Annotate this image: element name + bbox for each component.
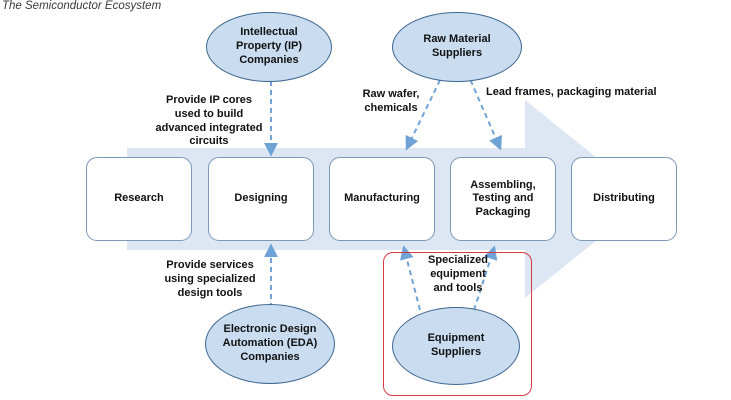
ip-note: Provide IP cores used to build advanced … — [155, 94, 263, 148]
stage-designing: Designing — [208, 157, 314, 241]
diagram-title: The Semiconductor Ecosystem — [2, 0, 162, 12]
eda-companies-oval: Electronic Design Automation (EDA) Compa… — [205, 304, 335, 384]
equipment-note: Specialized equipment and tools — [428, 254, 488, 294]
ip-companies-oval: Intellectual Property (IP) Companies — [206, 12, 332, 82]
eda-note: Provide services using specialized desig… — [164, 259, 256, 299]
stage-manufacturing: Manufacturing — [329, 157, 435, 241]
equipment-suppliers-oval: Equipment Suppliers — [392, 307, 520, 385]
equipment-to-manufacturing-arrow — [400, 245, 421, 311]
stage-distributing: Distributing — [571, 157, 677, 241]
stage-research: Research — [86, 157, 192, 241]
equipment-highlight-box — [383, 252, 532, 396]
raw-to-assembling-arrow — [466, 71, 502, 151]
equipment-to-assembling-arrow — [473, 245, 498, 311]
stage-assembling: Assembling, Testing and Packaging — [450, 157, 556, 241]
raw-wafer-note: Raw wafer, chemicals — [362, 88, 420, 114]
raw-material-suppliers-oval: Raw Material Suppliers — [392, 12, 522, 82]
lead-frames-note: Lead frames, packaging material — [486, 86, 657, 98]
